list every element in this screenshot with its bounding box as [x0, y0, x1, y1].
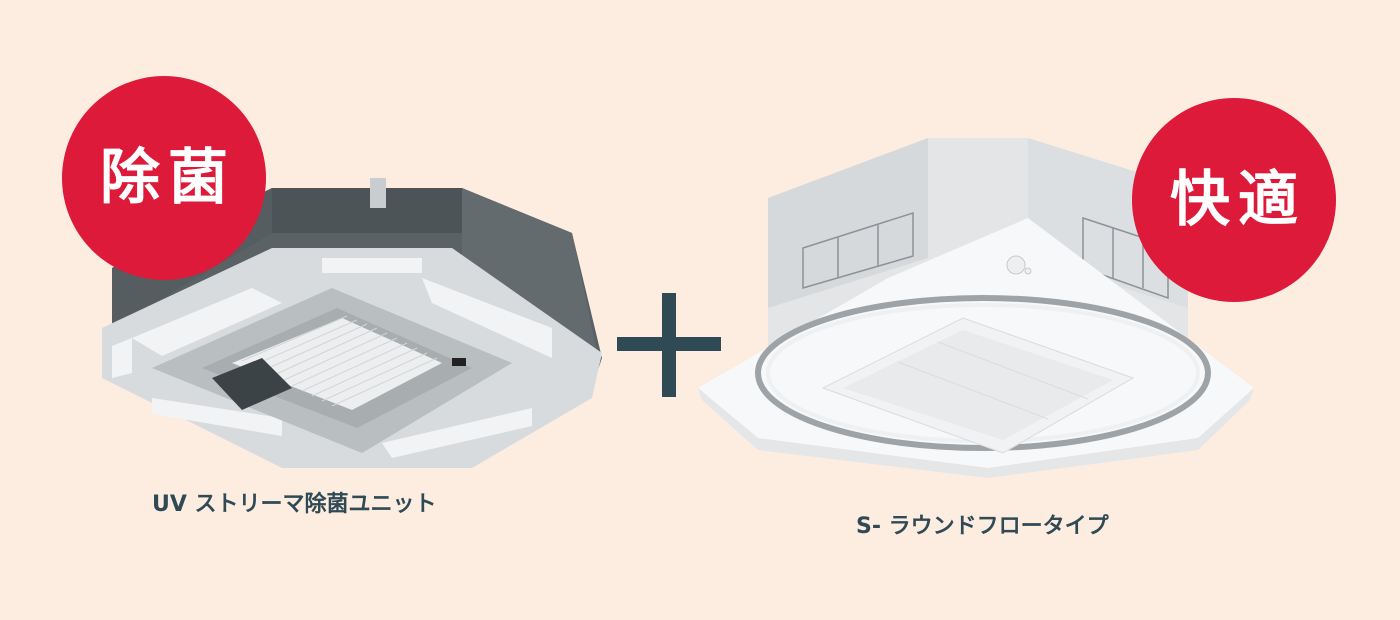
round-flow-unit-image [698, 138, 1254, 478]
plus-vertical-bar [662, 293, 676, 397]
comfort-badge-text: 快適 [1170, 165, 1306, 235]
sterilization-badge: 除菌 [62, 76, 266, 280]
uv-streamer-unit-caption: UV ストリーマ除菌ユニット [152, 492, 437, 517]
plus-icon [617, 293, 721, 397]
comfort-badge: 快適 [1132, 98, 1336, 302]
sterilization-badge-text: 除菌 [100, 143, 236, 213]
round-flow-unit-caption: S- ラウンドフロータイプ [856, 514, 1109, 539]
uv-streamer-unit-image [92, 178, 622, 478]
